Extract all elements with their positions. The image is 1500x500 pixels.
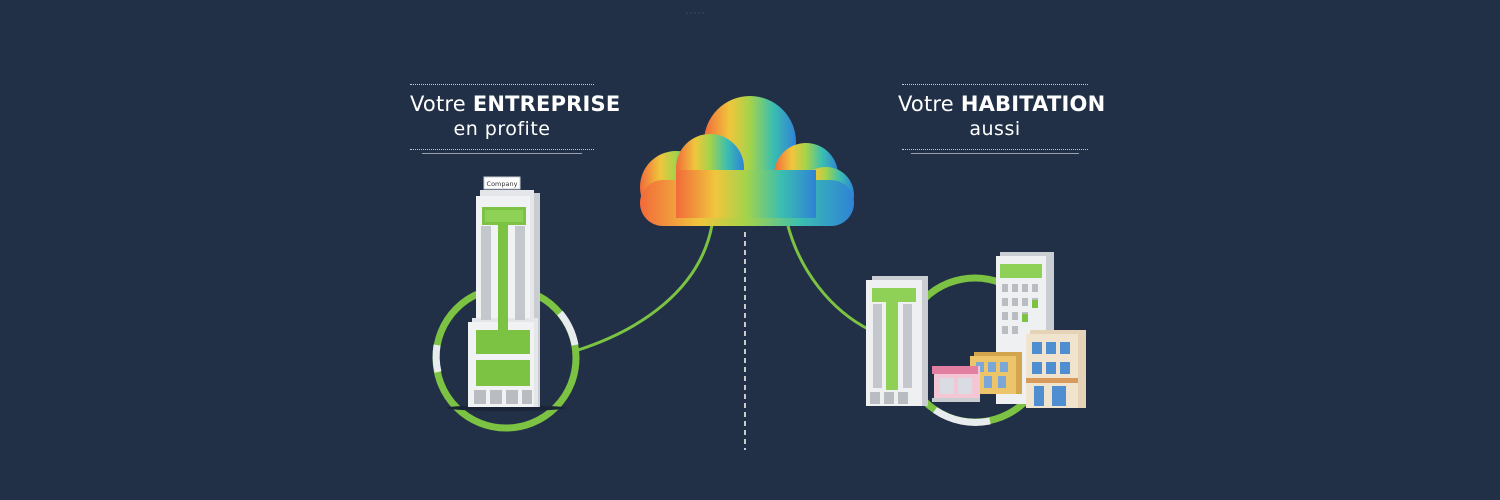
caption-subtitle: en profite — [453, 118, 551, 140]
company-sign-text: Company — [487, 180, 518, 188]
cloud-icon — [640, 96, 854, 226]
caption-subtitle: aussi — [969, 118, 1021, 140]
right-caption: Votre HABITATION aussi — [898, 84, 1105, 154]
caption-highlight: ENTREPRISE — [472, 92, 621, 116]
right-connection-line — [786, 225, 871, 332]
caption-top-rule — [902, 84, 1088, 85]
caption-underline — [911, 153, 1079, 154]
caption-title: Votre ENTREPRISE — [410, 91, 620, 117]
company-building-icon: Company — [432, 176, 580, 432]
caption-bottom-rule — [902, 149, 1088, 150]
caption-title: Votre HABITATION — [898, 91, 1105, 117]
caption-prefix: Votre — [898, 92, 954, 116]
caption-prefix: Votre — [410, 92, 466, 116]
caption-underline — [422, 153, 582, 154]
residential-buildings-icon — [866, 252, 1086, 426]
caption-bottom-rule — [410, 149, 594, 150]
left-caption: Votre ENTREPRISE en profite — [410, 84, 620, 154]
caption-highlight: HABITATION — [960, 92, 1106, 116]
left-connection-line — [577, 224, 714, 352]
caption-top-rule — [410, 84, 594, 85]
